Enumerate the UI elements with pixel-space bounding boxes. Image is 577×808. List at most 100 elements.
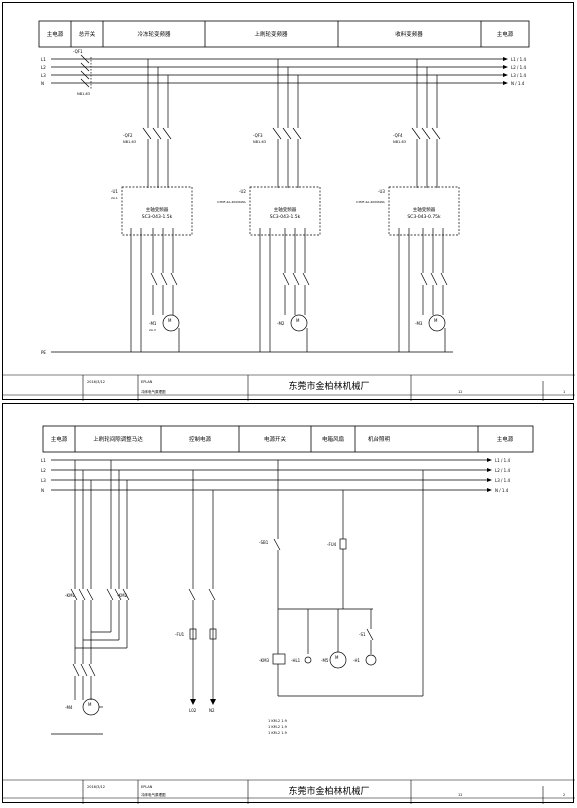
bus-label-n: N xyxy=(41,81,44,86)
date-1: 2016/3/12 xyxy=(87,380,105,384)
drive-1-breaker: -QF2 xyxy=(123,133,133,138)
fan-motor-symbol: M xyxy=(335,655,339,660)
drawing-title-1: 冲床电气原理图 xyxy=(141,389,166,394)
drive-circuit-3: -QF4 NB1-63 -U3 C3MF-4A-4000KWA 主轴变频器 SC… xyxy=(356,59,460,352)
fu1-label: -FU1 xyxy=(175,632,185,637)
s2-header-power-switch: 电源开关 xyxy=(264,435,287,443)
schematic-sheet-1: 主电源 总开关 冷冻轮变频器 上刷轮变频器 收料变频器 主电源 L1 L2 L3… xyxy=(2,2,575,401)
header-main-power: 主电源 xyxy=(47,30,64,38)
s2-header-lighting: 机台照明 xyxy=(368,435,391,443)
switch-fan-lamp-circuit xyxy=(272,460,424,697)
s2-bus-ref-3: L3 / 1.4 xyxy=(495,478,510,483)
bus-ref-1: L1 / 1.4 xyxy=(511,57,526,62)
s2-bus-ref-4: N / 1.4 xyxy=(495,488,509,493)
drive-1-motor-ref: 2A.3 xyxy=(149,328,156,332)
drive-1-breaker-type: NB1-63 xyxy=(123,140,136,144)
bus-label-l2: L2 xyxy=(41,65,46,70)
s2-header-control-power: 控制电源 xyxy=(189,435,212,443)
output-n2: N2 xyxy=(209,708,215,713)
drive-2-breaker-type: NB1-63 xyxy=(253,140,266,144)
control-power-circuit xyxy=(188,470,217,699)
km2-label: -KM2 xyxy=(117,593,128,598)
s2-bus-label-l3: L3 xyxy=(41,478,46,483)
company-name-2: 东莞市金柏林机械厂 xyxy=(288,785,369,797)
drive-2-vfd-ref: -U2 xyxy=(239,189,246,194)
s2-header-main-power-right: 主电源 xyxy=(497,435,514,443)
bus-ref-2: L2 / 1.4 xyxy=(511,65,526,70)
drive-3-motor: -M3 xyxy=(415,321,423,326)
drive-1-motor-symbol: M xyxy=(168,318,172,323)
main-breaker-type: NB1-63 xyxy=(77,92,90,96)
bus-ref-4: N / 1.4 xyxy=(511,81,525,86)
total-2: 12 xyxy=(458,793,462,797)
s2-bus-label-n: N xyxy=(41,488,44,493)
note-3: 1 KM-2 1.9 xyxy=(268,731,287,735)
drive-2-breaker: -QF3 xyxy=(253,133,263,138)
power-bus xyxy=(51,58,503,84)
s2-bus-label-l2: L2 xyxy=(41,468,46,473)
drive-3-motor-symbol: M xyxy=(434,318,438,323)
header-vfd-2: 上刷轮变频器 xyxy=(254,30,288,38)
drive-3-breaker-type: NB1-63 xyxy=(393,140,406,144)
sheet-1-drawing: 主电源 总开关 冷冻轮变频器 上刷轮变频器 收料变频器 主电源 L1 L2 L3… xyxy=(3,20,575,401)
s1-label: -S1 xyxy=(359,632,366,637)
s2-power-bus xyxy=(51,459,487,491)
pe-label: PE xyxy=(41,350,46,355)
drive-1-motor: -M1 xyxy=(149,321,157,326)
sheet-no-2: 2 xyxy=(563,793,565,797)
title-block-2 xyxy=(3,779,575,804)
total-1: 12 xyxy=(458,390,462,394)
hl1-label: -HL1 xyxy=(291,658,301,663)
drive-2-mode: C3MF-4A-4000KWA xyxy=(217,200,247,204)
drive-1-ref: 2A.1 xyxy=(111,196,118,200)
project-1: EPLAN xyxy=(141,380,153,384)
main-breaker xyxy=(80,54,92,89)
drive-2-motor-symbol: M xyxy=(296,318,300,323)
main-breaker-label: -QF1 xyxy=(73,49,83,54)
note-1: 1 KM-2 1.9 xyxy=(268,719,287,723)
drive-1-title: 主轴变频器 xyxy=(146,206,169,213)
fan-m5-label: -M5 xyxy=(321,658,329,663)
lamp-h1-label: -H1 xyxy=(353,658,360,663)
drive-3-mode: C3MF-4A-4000KWA xyxy=(356,200,386,204)
motor-m4-symbol: M xyxy=(88,702,92,707)
header-vfd-1: 冷冻轮变频器 xyxy=(137,30,171,38)
km1-label: -KM1 xyxy=(65,593,76,598)
drive-circuit-1: -QF2 NB1-63 -U1 2A.1 主轴变频器 SC3-043-1.5k … xyxy=(111,59,193,352)
drive-3-model: SC3-043-0.75k xyxy=(407,214,441,220)
km3-label: -KM3 xyxy=(259,658,270,663)
s2-header-fan: 电箱风扇 xyxy=(322,435,344,443)
date-2: 2016/3/12 xyxy=(87,785,105,789)
project-2: EPLAN xyxy=(141,785,153,789)
bus-label-l3: L3 xyxy=(41,73,46,78)
output-l02: L02 xyxy=(189,708,197,713)
drive-3-title: 主轴变频器 xyxy=(413,206,436,213)
s2-bus-label-l1: L1 xyxy=(41,458,46,463)
schematic-sheet-2: 主电源 上刷轮间隙调整马达 控制电源 电源开关 电箱风扇 机台照明 主电源 L1… xyxy=(2,403,575,804)
fu4-label: -FU4 xyxy=(327,542,337,547)
header-main-power-right: 主电源 xyxy=(497,30,514,38)
drive-3-breaker: -QF4 xyxy=(393,133,403,138)
company-name-1: 东莞市金柏林机械厂 xyxy=(288,380,369,392)
header-vfd-3: 收料变频器 xyxy=(395,30,423,38)
drive-2-title: 主轴变频器 xyxy=(274,206,297,213)
s2-bus-ref-2: L2 / 1.4 xyxy=(495,468,510,473)
note-2: 1 KM-2 1.9 xyxy=(268,725,287,729)
drive-3-vfd-ref: -U3 xyxy=(378,189,385,194)
bus-ref-3: L3 / 1.4 xyxy=(511,73,526,78)
sheet-no-1: 1 xyxy=(563,390,565,394)
title-block-1 xyxy=(3,374,575,401)
s2-bus-ref-1: L1 / 1.4 xyxy=(495,458,510,463)
drive-2-model: SC3-043-1.5k xyxy=(270,214,301,220)
header-main-switch: 总开关 xyxy=(79,30,96,38)
bus-label-l1: L1 xyxy=(41,57,46,62)
motor-m4-label: -M4 xyxy=(65,705,73,710)
s2-header-main-power: 主电源 xyxy=(51,435,68,443)
drive-1-model: SC3-043-1.5k xyxy=(142,214,173,220)
motor-reversing-circuit xyxy=(51,460,130,735)
drive-1-vfd-ref: -U1 xyxy=(111,189,118,194)
drive-2-motor: -M2 xyxy=(277,321,285,326)
drive-circuit-2: -QF3 NB1-63 -U2 C3MF-4A-4000KWA 主轴变频器 SC… xyxy=(217,59,321,352)
s2-header-motor: 上刷轮间隙调整马达 xyxy=(93,435,143,443)
drawing-title-2: 冲床电气原理图 xyxy=(141,792,166,797)
